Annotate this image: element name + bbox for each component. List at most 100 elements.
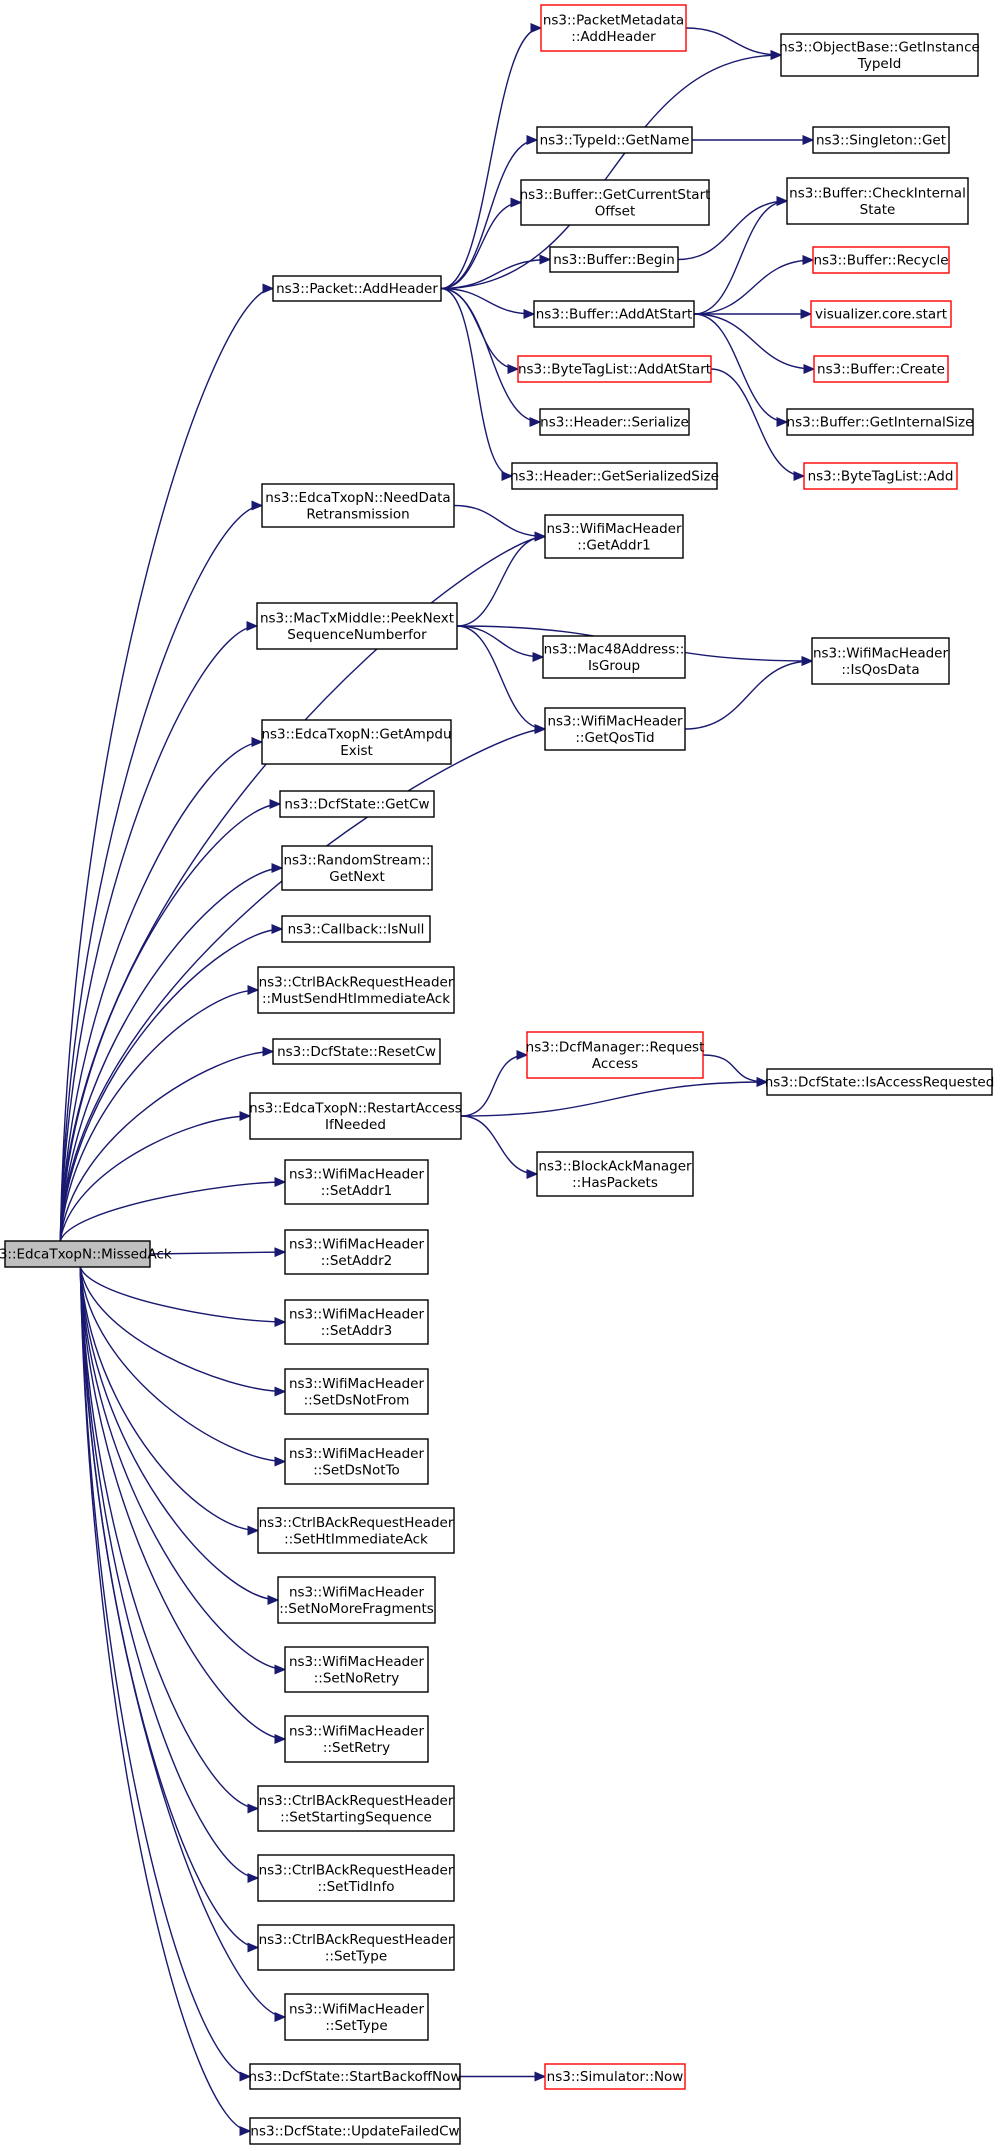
node-box — [786, 408, 974, 436]
node-label: ::SetHtImmediateAck — [284, 1531, 428, 1547]
edge-line — [693, 259, 814, 315]
node-buf-getinternalsize[interactable]: ns3::Buffer::GetInternalSize — [786, 408, 974, 436]
node-box — [544, 514, 684, 559]
node-wmh-setaddr3[interactable]: ns3::WifiMacHeader::SetAddr3 — [284, 1299, 429, 1345]
edge-root-to-dcf_startbackoffnow — [79, 1266, 252, 2082]
edge-arrowhead — [510, 197, 523, 208]
edge-peeknext-to-wmh_getqostid — [456, 625, 547, 734]
node-ctrl-settidinfo[interactable]: ns3::CtrlBAckRequestHeader::SetTidInfo — [257, 1854, 455, 1902]
node-viz-start[interactable]: visualizer.core.start — [810, 300, 952, 328]
node-box — [257, 1507, 455, 1554]
node-wmh-settype[interactable]: ns3::WifiMacHeader::SetType — [284, 1993, 429, 2041]
edge-arrowhead — [247, 1873, 260, 1883]
node-packet-addheader[interactable]: ns3::Packet::AddHeader — [272, 275, 442, 302]
edge-arrowhead — [516, 1050, 529, 1060]
node-header-getserializedsize[interactable]: ns3::Header::GetSerializedSize — [510, 462, 719, 490]
node-label: ::SetType — [325, 2018, 387, 2034]
node-label: ns3::Packet::AddHeader — [276, 281, 438, 297]
node-label: ::SetDsNotTo — [313, 1462, 400, 1478]
node-box — [511, 462, 718, 490]
node-wmh-getaddr1[interactable]: ns3::WifiMacHeader::GetAddr1 — [544, 514, 684, 559]
node-wmh-setdsnotfrom[interactable]: ns3::WifiMacHeader::SetDsNotFrom — [284, 1368, 429, 1415]
node-dcf-resetcw[interactable]: ns3::DcfState::ResetCw — [272, 1038, 441, 1065]
node-singleton-get[interactable]: ns3::Singleton::Get — [812, 126, 950, 154]
node-header-serialize[interactable]: ns3::Header::Serialize — [539, 408, 690, 436]
node-label: ns3::WifiMacHeader — [289, 1306, 425, 1322]
node-wmh-setnoretry[interactable]: ns3::WifiMacHeader::SetNoRetry — [284, 1646, 429, 1693]
node-label: Retransmission — [306, 506, 409, 522]
node-label: ns3::RandomStream:: — [283, 852, 430, 868]
node-label: ns3::WifiMacHeader — [289, 1446, 425, 1462]
edge-restartaccess-to-bam_haspackets — [460, 1115, 539, 1179]
node-ctrl-sethtimmediateack[interactable]: ns3::CtrlBAckRequestHeader::SetHtImmedia… — [257, 1507, 455, 1554]
node-dcf-updatefailedcw[interactable]: ns3::DcfState::UpdateFailedCw — [249, 2117, 461, 2145]
node-box — [257, 1785, 455, 1832]
node-pm-addheader[interactable]: ns3::PacketMetadata::AddHeader — [540, 4, 687, 52]
node-btl-add[interactable]: ns3::ByteTagList::Add — [803, 462, 958, 490]
node-rs-getnext[interactable]: ns3::RandomStream::GetNext — [281, 845, 433, 891]
node-wmh-setaddr1[interactable]: ns3::WifiMacHeader::SetAddr1 — [284, 1159, 429, 1205]
edge-arrowhead — [770, 50, 783, 60]
node-box — [544, 707, 686, 751]
node-box — [810, 300, 952, 328]
edge-arrowhead — [776, 417, 789, 427]
node-wmh-setretry[interactable]: ns3::WifiMacHeader::SetRetry — [284, 1715, 429, 1763]
edge-arrowhead — [776, 196, 789, 206]
edge-line — [440, 54, 782, 290]
node-dcf-startbackoffnow[interactable]: ns3::DcfState::StartBackoffNow — [249, 2063, 462, 2090]
node-box — [520, 179, 710, 226]
node-box — [284, 1299, 429, 1345]
node-dcf-getcw[interactable]: ns3::DcfState::GetCw — [279, 790, 435, 818]
node-ctrl-settype[interactable]: ns3::CtrlBAckRequestHeader::SetType — [257, 1924, 455, 1971]
edge-root-to-wmh_setaddr1 — [59, 1177, 287, 1242]
node-buf-recycle[interactable]: ns3::Buffer::Recycle — [812, 246, 950, 274]
edge-line — [79, 1266, 251, 2078]
edge-line — [79, 1266, 259, 1949]
edge-root-to-wmh_settype — [79, 1266, 287, 2022]
node-ctrl-setstartingsequence[interactable]: ns3::CtrlBAckRequestHeader::SetStartingS… — [257, 1785, 455, 1832]
node-label: Exist — [340, 743, 373, 759]
node-wmh-setaddr2[interactable]: ns3::WifiMacHeader::SetAddr2 — [284, 1229, 429, 1275]
node-bam-haspackets[interactable]: ns3::BlockAckManager::HasPackets — [536, 1151, 694, 1197]
edge-arrowhead — [274, 1456, 287, 1467]
node-buf-begin[interactable]: ns3::Buffer::Begin — [549, 246, 679, 273]
node-sim-now[interactable]: ns3::Simulator::Now — [544, 2063, 686, 2090]
edge-line — [456, 625, 546, 730]
node-wmh-getqostid[interactable]: ns3::WifiMacHeader::GetQosTid — [544, 707, 686, 751]
edge-line — [440, 287, 535, 315]
node-buf-create[interactable]: ns3::Buffer::Create — [813, 355, 949, 383]
edge-arrowhead — [269, 799, 282, 809]
node-buf-addatstart[interactable]: ns3::Buffer::AddAtStart — [533, 300, 695, 328]
node-ctrl-mustsend[interactable]: ns3::CtrlBAckRequestHeader::MustSendHtIm… — [257, 966, 455, 1014]
edge-line — [79, 1266, 259, 1810]
node-box — [4, 1240, 151, 1268]
node-mac48-isgroup[interactable]: ns3::Mac48Address::IsGroup — [542, 635, 686, 679]
node-label: ::HasPackets — [572, 1175, 658, 1191]
edge-arrowhead — [523, 309, 536, 319]
node-typeid-getname[interactable]: ns3::TypeId::GetName — [536, 126, 693, 154]
node-label: ns3::WifiMacHeader — [289, 1166, 425, 1182]
node-label: ns3::EdcaTxopN::MissedAck — [0, 1247, 172, 1263]
node-btl-addatstart[interactable]: ns3::ByteTagList::AddAtStart — [517, 355, 712, 383]
edge-line — [79, 1266, 251, 2132]
node-box — [284, 1715, 429, 1763]
node-label: ns3::Header::Serialize — [540, 415, 689, 431]
node-wmh-isqosdata[interactable]: ns3::WifiMacHeader::IsQosData — [811, 637, 950, 685]
node-dcf-isaccessrequested[interactable]: ns3::DcfState::IsAccessRequested — [765, 1068, 995, 1096]
node-wmh-setdsnotto[interactable]: ns3::WifiMacHeader::SetDsNotTo — [284, 1438, 429, 1485]
node-label: ns3::ByteTagList::Add — [808, 469, 954, 485]
node-cb-isnull[interactable]: ns3::Callback::IsNull — [281, 915, 431, 943]
node-box — [249, 2063, 461, 2090]
node-wmh-setnomorefragments[interactable]: ns3::WifiMacHeader::SetNoMoreFragments — [277, 1576, 436, 1624]
node-root[interactable]: ns3::EdcaTxopN::MissedAck — [0, 1240, 172, 1268]
node-label: ns3::Buffer::Create — [817, 362, 945, 378]
edge-arrowhead — [247, 985, 260, 995]
node-peeknext[interactable]: ns3::MacTxMiddle::PeekNextSequenceNumber… — [256, 602, 458, 650]
